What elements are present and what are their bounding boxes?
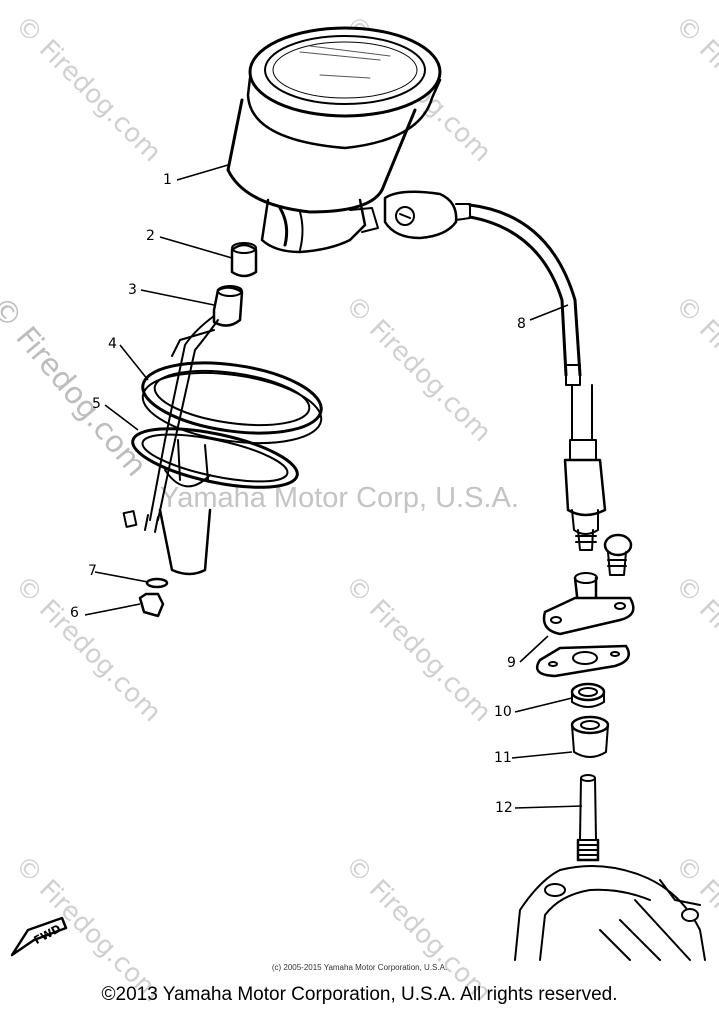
callout-8: 8 [517,316,526,332]
speedometer-cable [383,190,607,551]
leader-lines [84,164,583,809]
meter-assembly [226,26,442,254]
socket [122,285,244,533]
callout-5: 5 [92,396,101,412]
watermark-yamaha: Yamaha Motor Corp, U.S.A. [160,482,519,514]
nut [138,592,165,618]
callout-3: 3 [128,282,137,298]
small-copyright: (c) 2005-2015 Yamaha Motor Corporation, … [271,963,448,972]
callout-11: 11 [494,750,512,766]
bulb [230,242,258,278]
oil-seal [570,682,606,708]
callout-12: 12 [495,800,513,816]
screw [603,533,633,576]
bushing [570,715,610,758]
damper [131,427,299,489]
callout-10: 10 [494,704,512,720]
engine-casing [514,865,706,961]
meter-stem [158,439,212,576]
washer [145,577,169,589]
callout-7: 7 [88,563,97,579]
fwd-badge-outline [10,916,68,957]
callout-2: 2 [146,228,155,244]
meter-ring [141,361,323,444]
copyright-footer: ©2013 Yamaha Motor Corporation, U.S.A. A… [101,984,618,1005]
callout-1: 1 [163,172,172,188]
gear-shaft [576,774,600,862]
callout-6: 6 [70,605,79,621]
callout-4: 4 [108,336,117,352]
gear-housing-flange [535,572,635,678]
callout-9: 9 [507,655,516,671]
